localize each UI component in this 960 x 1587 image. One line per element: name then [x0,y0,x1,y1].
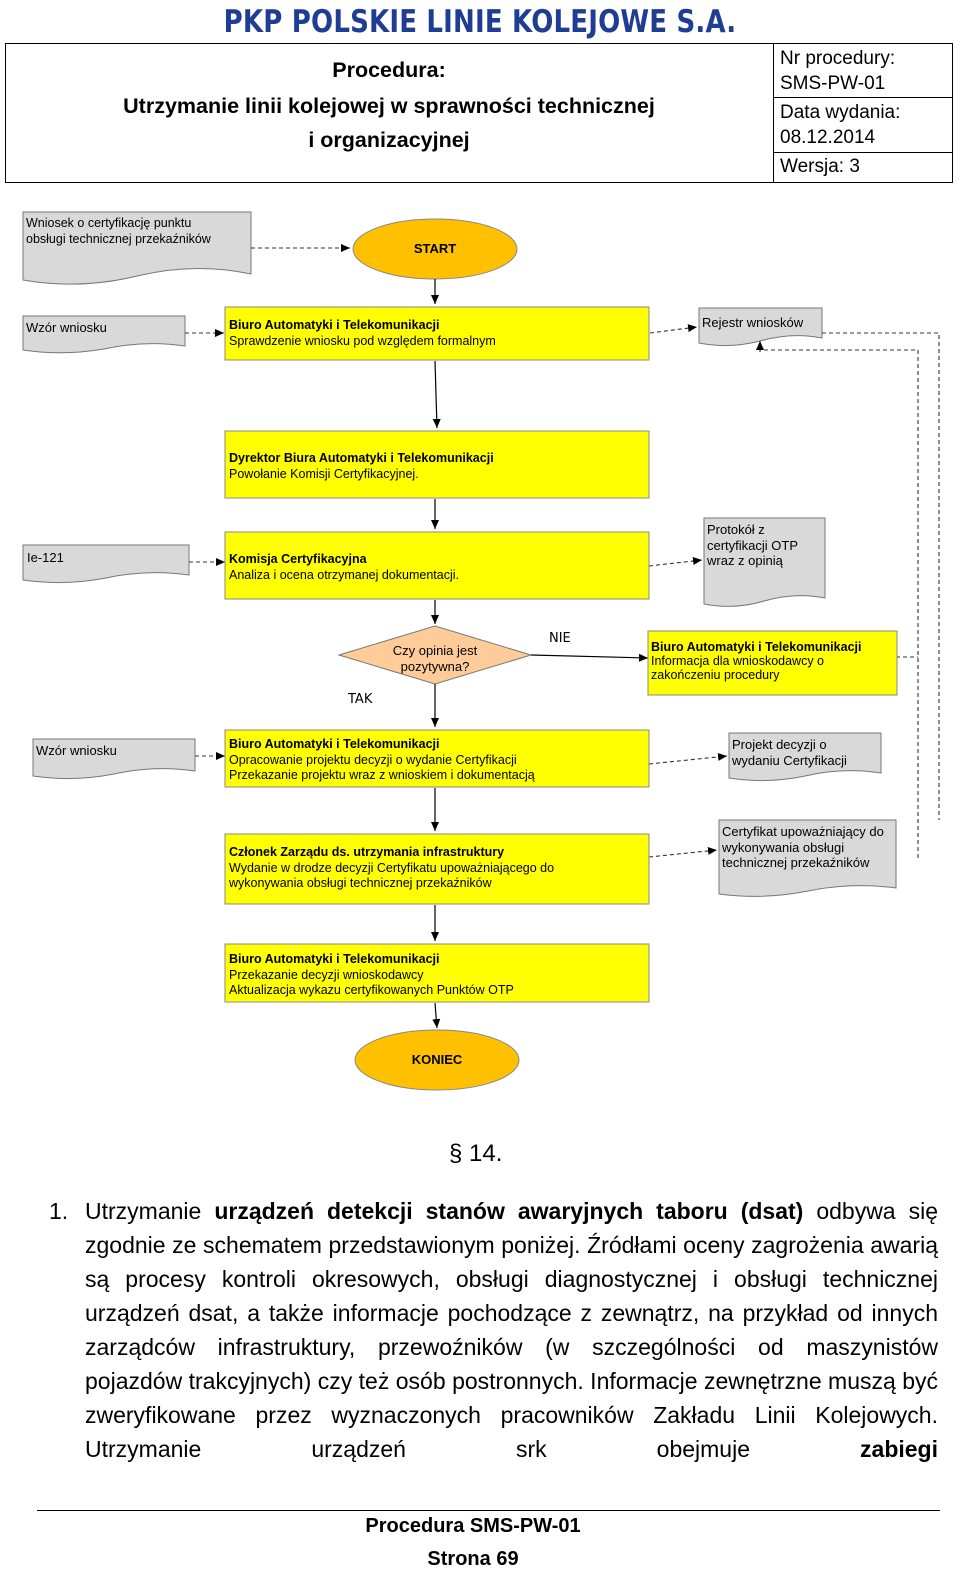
paragraph-number: 1. [49,1198,69,1224]
procedure-title-line1: Utrzymanie linii kolejowej w sprawności … [123,94,655,118]
header-procedure-panel: Procedura: Utrzymanie linii kolejowej w … [5,43,774,183]
start-label: START [413,241,457,256]
procedure-title-line2: i organizacyjnej [308,128,470,152]
process-rect-2 [224,430,650,499]
step2-text: Dyrektor Biura Automatyki i Telekomunika… [229,451,494,481]
section-number: § 14. [449,1140,503,1167]
process-rect-info [647,630,898,696]
step4-text: Biuro Automatyki i Telekomunikacji Oprac… [229,737,535,782]
footer-page: Strona 69 [427,1548,519,1570]
process-rect-6 [224,943,650,1003]
header-divider [774,152,953,153]
step5-text: Członek Zarządu ds. utrzymania infrastru… [229,845,555,890]
doc-register-label: Rejestr wniosków [702,315,804,330]
document-shape-project [728,732,882,782]
step3-text: Komisja Certyfikacyjna Analiza i ocena o… [229,552,459,582]
doc-cert-label: Certyfikat upoważniający do wykonywania … [722,824,884,870]
version: Wersja: 3 [780,156,860,177]
decision-label: Czy opinia jest pozytywna? [392,643,478,674]
document-shape-form1 [22,315,186,354]
yes-label: TAK [348,692,373,707]
procedure-number-label: Nr procedury: [780,48,896,69]
step1-text: Biuro Automatyki i Telekomunikacji Spraw… [229,318,496,348]
document-shape-protocol [703,517,826,607]
end-label: KONIEC [411,1052,463,1067]
paragraph-text: Utrzymanie urządzeń detekcji stanów awar… [85,1198,939,1462]
process-rect-4 [224,729,650,788]
process-rect-5 [224,833,650,905]
process-rect-3 [224,531,650,600]
doc-ie121-label: Ie-121 [27,550,64,565]
doc-protocol-label: Protokół z certyfikacji OTP wraz z opini… [707,522,799,568]
header-box [5,43,953,183]
doc-form1-label: Wzór wniosku [26,320,107,335]
doc-request-label: Wniosek o certyfikację punktu obsługi te… [26,216,211,246]
procedure-number-value: SMS-PW-01 [780,73,886,94]
document-shape-register [698,307,823,347]
end-oval [354,1029,520,1091]
doc-project-label: Projekt decyzji o wydaniu Certyfikacji [732,737,847,768]
document-shape-form2 [32,738,196,780]
doc-form2-label: Wzór wniosku [36,743,117,758]
company-name: PKP POLSKIE LINIE KOLEJOWE S.A. [223,4,737,40]
footer-divider [37,1510,940,1511]
info-step-text: Biuro Automatyki i Telekomunikacji Infor… [651,640,862,682]
document-shape-ie121 [22,544,190,584]
footer-procedure: Procedura SMS-PW-01 [365,1515,581,1537]
process-rect-1 [224,306,650,361]
issue-date-label: Data wydania: [780,102,901,123]
no-label: NIE [549,631,571,646]
step6-text: Biuro Automatyki i Telekomunikacji Przek… [229,952,514,997]
procedure-label: Procedura: [332,58,446,82]
document-shape-request [22,211,252,285]
flowchart [22,211,940,1091]
document-shape-cert [718,819,897,897]
header-divider [774,97,953,98]
issue-date-value: 08.12.2014 [780,127,876,148]
